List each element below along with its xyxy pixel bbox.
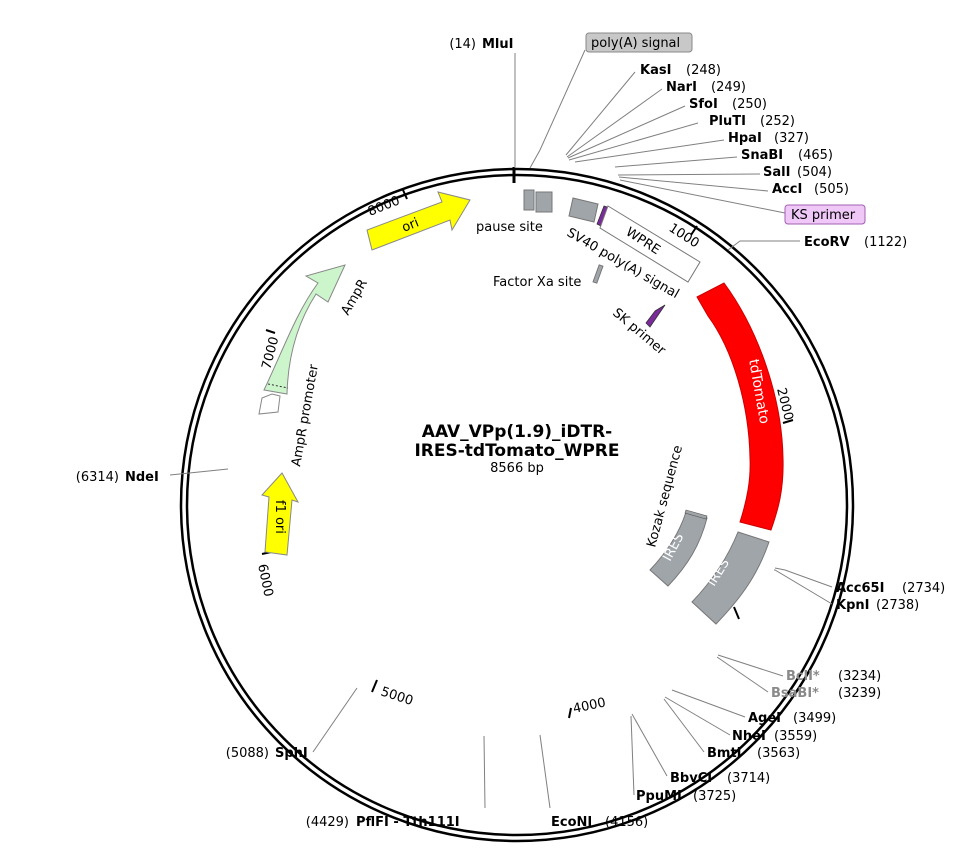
site-econi-pos: (4156) — [605, 815, 648, 830]
tick-6000: 6000 — [254, 563, 276, 598]
sv40-box[interactable] — [568, 197, 599, 223]
site-nari-pos: (249) — [711, 80, 746, 95]
f1-ori-arrow[interactable] — [261, 472, 300, 556]
factor-xa-label: Factor Xa site — [493, 275, 581, 290]
factor-xa-box[interactable] — [592, 264, 604, 284]
ks-primer-tag[interactable]: KS primer — [784, 204, 866, 225]
site-kasi-name[interactable]: KasI — [640, 63, 671, 78]
site-bmti-name[interactable]: BmtI — [707, 746, 742, 761]
site-pluti-name[interactable]: PluTI — [709, 114, 746, 129]
site-sali-pos: (504) — [797, 165, 832, 180]
site-nhei-name[interactable]: NheI — [732, 729, 766, 744]
sk-primer-mark[interactable] — [645, 304, 666, 328]
sk-primer-label: SK primer — [609, 306, 668, 359]
site-mlui-pos: (14) — [449, 37, 476, 52]
pause-site-box-2[interactable] — [535, 191, 553, 213]
site-nhei-pos: (3559) — [774, 729, 817, 744]
tick-4000: 4000 — [572, 695, 607, 717]
plasmid-name-line2: IRES-tdTomato_WPRE — [414, 441, 619, 461]
site-hpai-name[interactable]: HpaI — [728, 131, 762, 146]
f1-ori-label: f1 ori — [272, 500, 287, 534]
ori-label: ori — [400, 215, 421, 235]
site-hpai-pos: (327) — [774, 131, 809, 146]
site-bcli-name[interactable]: BclI* — [786, 669, 820, 684]
ires-inner-box[interactable] — [649, 511, 708, 587]
site-sfoi-name[interactable]: SfoI — [689, 97, 718, 112]
ampr-promoter-label: AmpR promoter — [289, 363, 322, 468]
site-kpni-name[interactable]: KpnI — [836, 598, 869, 613]
pause-site-box-1[interactable] — [523, 189, 535, 211]
plasmid-backbone — [179, 167, 855, 843]
tdtomato-arrow[interactable] — [696, 282, 784, 531]
site-ppumi-pos: (3725) — [693, 789, 736, 804]
site-bsabi-pos: (3239) — [838, 686, 881, 701]
tick-5000: 5000 — [379, 685, 415, 709]
site-agei-name[interactable]: AgeI — [748, 711, 781, 726]
site-snabi-pos: (465) — [798, 148, 833, 163]
wpre-arrow[interactable] — [599, 205, 701, 283]
ampr-arrow[interactable] — [263, 264, 346, 395]
site-sali-name[interactable]: SalI — [763, 165, 790, 180]
site-nari-name[interactable]: NarI — [666, 80, 697, 95]
site-acc65i-pos: (2734) — [902, 581, 945, 596]
site-ndei-pos: (6314) — [76, 470, 119, 485]
site-ecorv-pos: (1122) — [864, 235, 907, 250]
site-bcli-pos: (3234) — [838, 669, 881, 684]
site-acci-name[interactable]: AccI — [772, 182, 802, 197]
site-bbvci-name[interactable]: BbvCI — [670, 771, 712, 786]
site-kpni-pos: (2738) — [876, 598, 919, 613]
polya-signal-tag-label: poly(A) signal — [591, 36, 680, 51]
site-pluti-pos: (252) — [760, 114, 795, 129]
site-sphi-pos: (5088) — [226, 746, 269, 761]
site-ecorv-name[interactable]: EcoRV — [804, 235, 850, 250]
site-acc65i-name[interactable]: Acc65I — [836, 581, 884, 596]
site-agei-pos: (3499) — [793, 711, 836, 726]
site-econi-name[interactable]: EcoNI — [551, 815, 592, 830]
site-kasi-pos: (248) — [686, 63, 721, 78]
site-pflfi-name[interactable]: PflFI - Tth111I — [356, 815, 460, 830]
pause-site-label: pause site — [476, 220, 543, 235]
site-pflfi-pos: (4429) — [306, 815, 349, 830]
site-bmti-pos: (3563) — [757, 746, 800, 761]
ori-arrow[interactable] — [366, 191, 471, 251]
site-snabi-name[interactable]: SnaBI — [741, 148, 783, 163]
ks-primer-tag-label: KS primer — [791, 208, 856, 223]
leader-lines — [169, 49, 833, 809]
plasmid-name-line1: AAV_VPp(1.9)_iDTR- — [422, 422, 612, 442]
polya-signal-tag[interactable]: poly(A) signal — [585, 32, 693, 53]
kozak-mark[interactable] — [684, 509, 708, 520]
site-ndei-name[interactable]: NdeI — [125, 470, 159, 485]
site-ppumi-name[interactable]: PpuMI — [636, 789, 682, 804]
site-bsabi-name[interactable]: BsaBI* — [771, 686, 819, 701]
site-mlui-name: MluI — [482, 37, 513, 52]
ires-outer-box[interactable] — [691, 531, 770, 625]
site-sfoi-pos: (250) — [732, 97, 767, 112]
ampr-label: AmpR — [338, 277, 370, 318]
site-bbvci-pos: (3714) — [727, 771, 770, 786]
ampr-promoter-arrow[interactable] — [258, 393, 281, 415]
site-sphi-name[interactable]: SphI — [275, 746, 308, 761]
site-acci-pos: (505) — [814, 182, 849, 197]
plasmid-length: 8566 bp — [490, 461, 544, 476]
